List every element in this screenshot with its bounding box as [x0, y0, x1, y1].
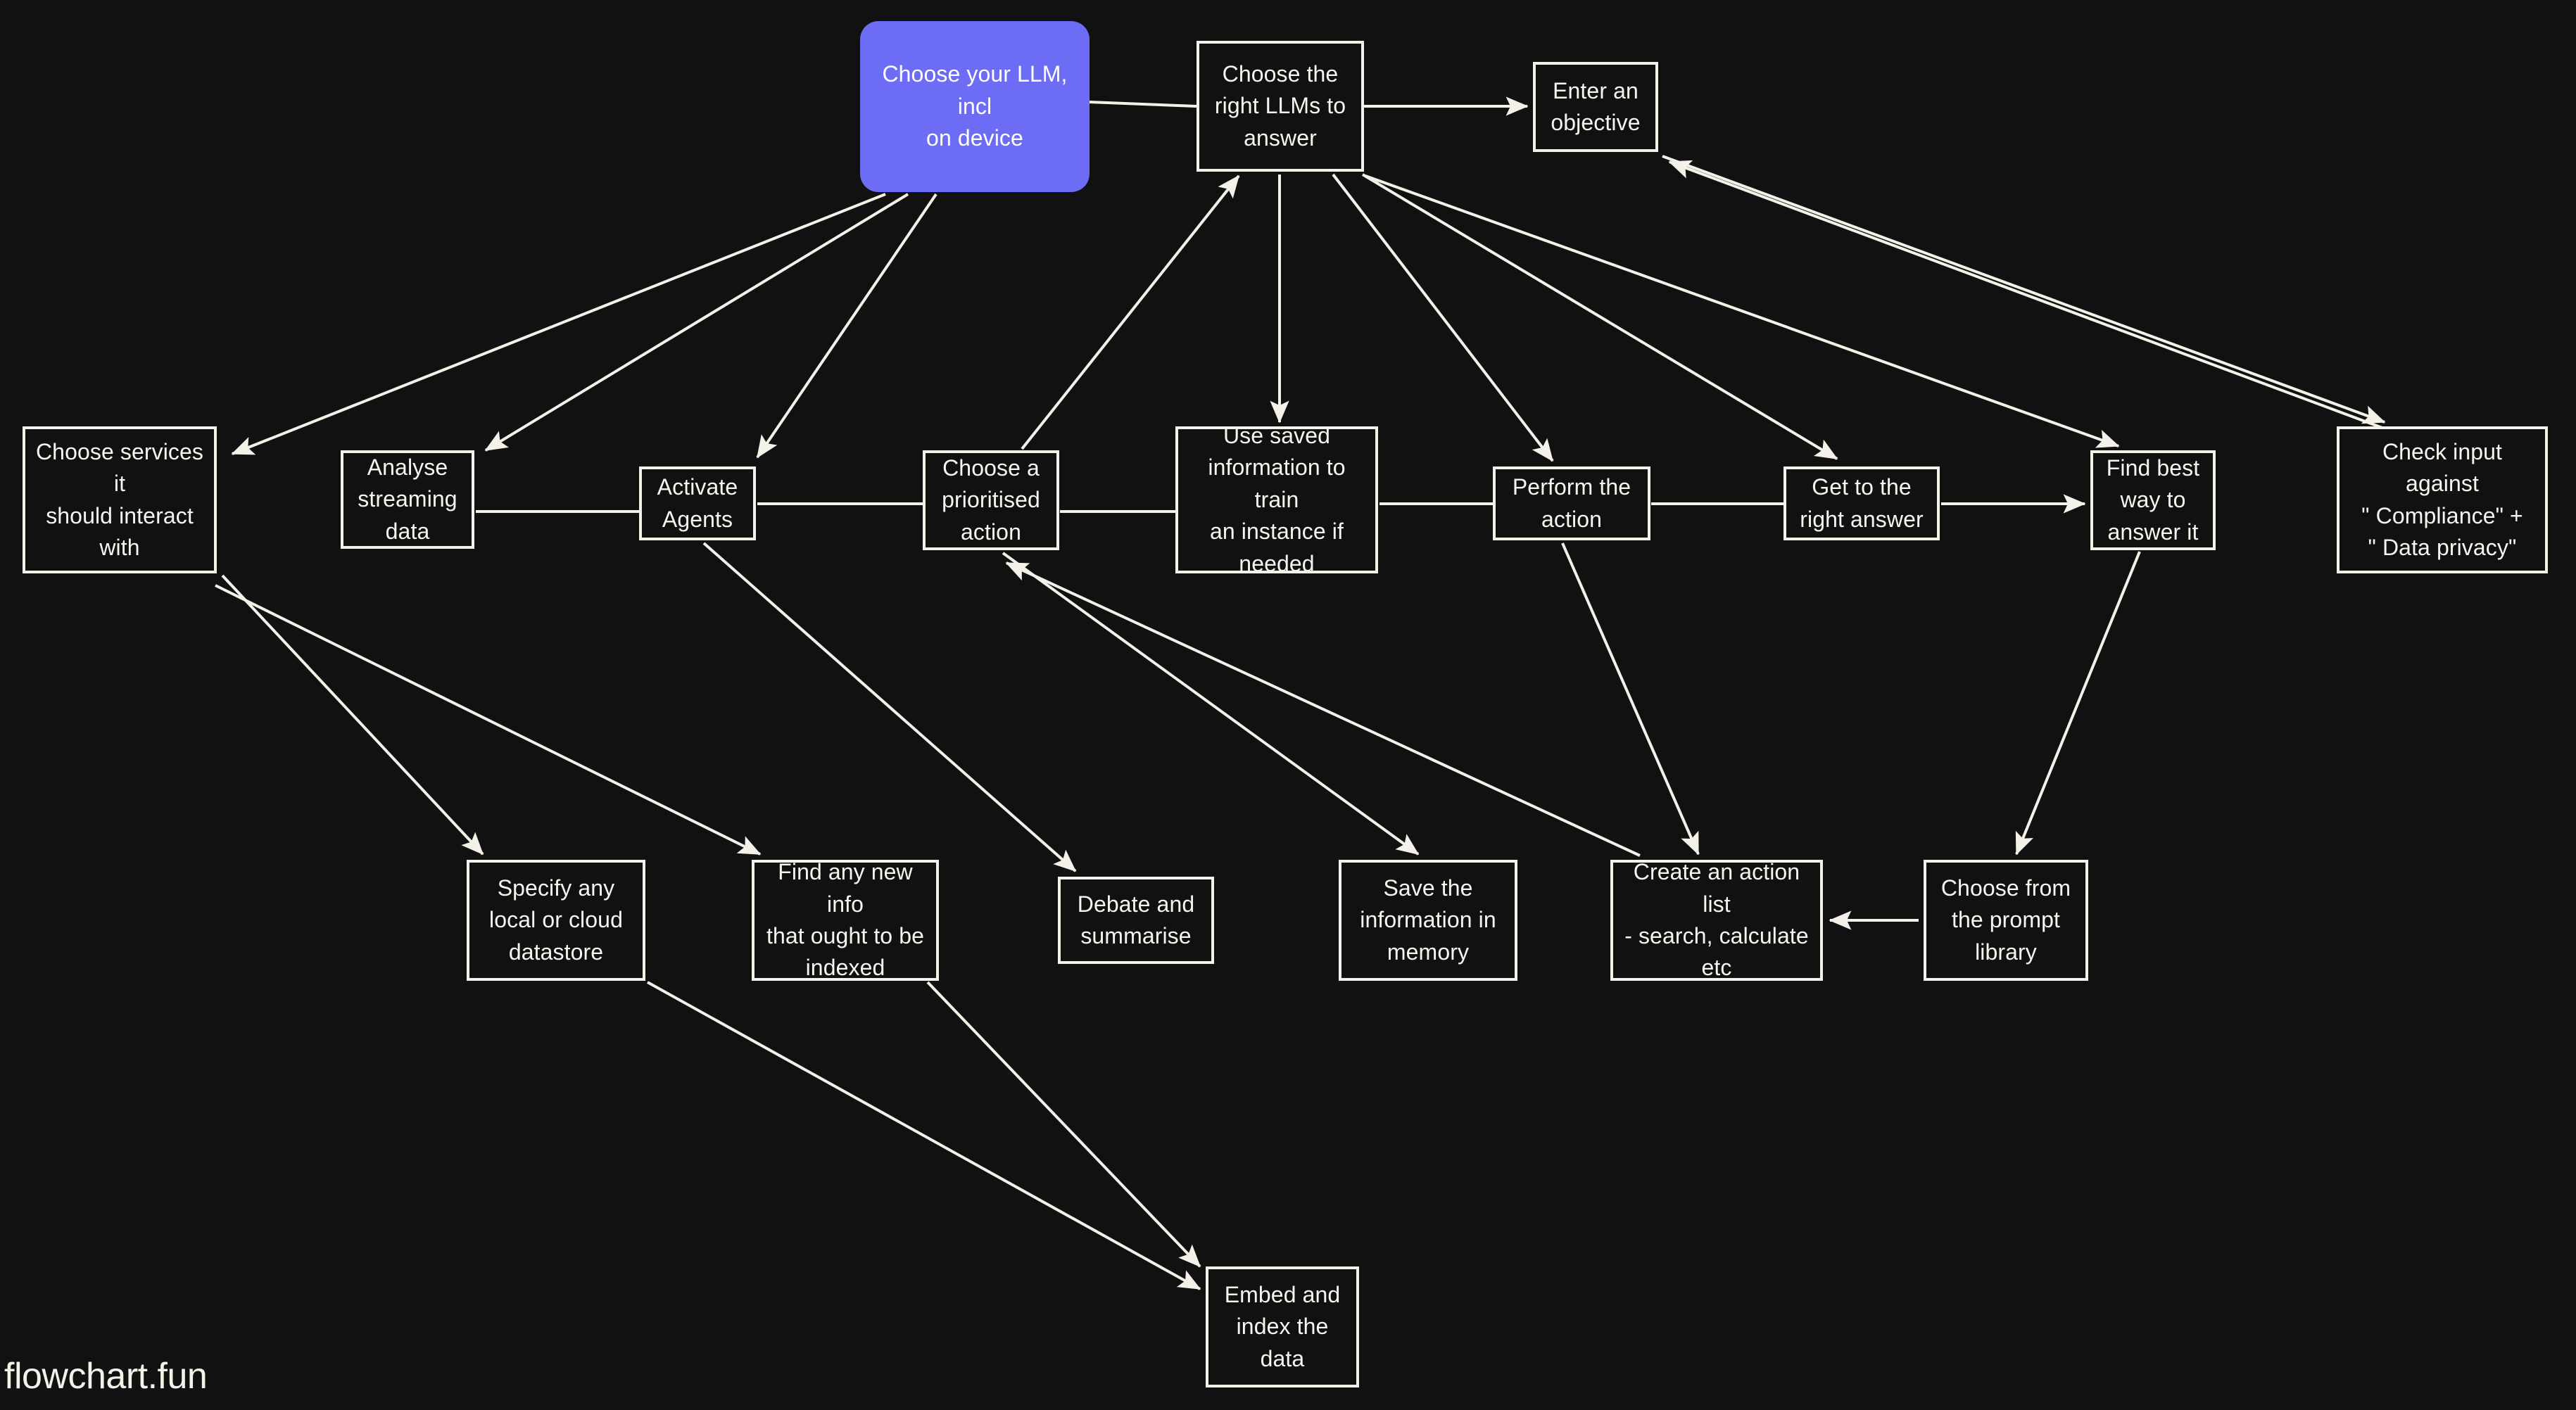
edge-services-to-newinfo — [215, 584, 762, 856]
node-streaming[interactable]: Analyse streaming data — [341, 450, 474, 549]
edge-perform-to-actionlist — [1561, 542, 1700, 856]
node-label: Specify any local or cloud datastore — [489, 875, 623, 965]
node-label: Find any new info that ought to be index… — [766, 859, 924, 981]
edge-objective-to-compliance — [1662, 155, 2386, 424]
node-label: Choose your LLM, incl on device — [882, 61, 1068, 151]
node-embed[interactable]: Embed and index the data — [1206, 1266, 1359, 1387]
node-savedinfo[interactable]: Use saved information to train an instan… — [1175, 423, 1378, 576]
node-rightanswer[interactable]: Get to the right answer — [1783, 466, 1940, 540]
edge-actionlist-to-prioritised — [1005, 561, 1641, 857]
node-prioritised[interactable]: Choose a prioritised action — [923, 450, 1059, 550]
node-datastore[interactable]: Specify any local or cloud datastore — [467, 860, 645, 981]
node-label: Perform the action — [1512, 474, 1631, 532]
node-rightllms[interactable]: Choose the right LLMs to answer — [1197, 41, 1364, 172]
edge-prioritised-to-rightllms — [1021, 174, 1240, 450]
node-memory[interactable]: Save the information in memory — [1339, 860, 1517, 981]
edge-llm-to-services — [231, 193, 886, 455]
node-agents[interactable]: Activate Agents — [639, 466, 756, 540]
node-newinfo[interactable]: Find any new info that ought to be index… — [752, 859, 939, 981]
node-label: Use saved information to train an instan… — [1208, 422, 1346, 576]
edge-bestway-to-promptlibrary — [2015, 551, 2141, 856]
edge-agents-to-debate — [702, 542, 1077, 872]
node-label: Save the information in memory — [1360, 875, 1496, 965]
node-debate[interactable]: Debate and summarise — [1058, 877, 1214, 964]
edge-llm-to-agents — [756, 193, 937, 459]
node-objective[interactable]: Enter an objective — [1533, 62, 1658, 152]
edge-services-to-datastore — [221, 574, 484, 856]
node-label: Get to the right answer — [1800, 474, 1924, 532]
node-label: Create an action list - search, calculat… — [1624, 859, 1809, 981]
node-promptlibrary[interactable]: Choose from the prompt library — [1924, 860, 2088, 981]
node-label: Choose from the prompt library — [1940, 875, 2071, 965]
edge-group — [215, 96, 2387, 1290]
node-llm[interactable]: Choose your LLM, incl on device — [860, 21, 1090, 192]
node-label: Choose services it should interact with — [35, 438, 204, 560]
node-label: Debate and summarise — [1077, 891, 1195, 948]
edge-newinfo-to-embed — [926, 981, 1201, 1268]
edge-prioritised-to-memory — [1002, 552, 1420, 856]
edge-compliance-to-objective — [1668, 160, 2387, 431]
edge-llm-to-rightllms — [1089, 101, 1197, 108]
node-label: Check input against " Compliance" + " Da… — [2361, 438, 2523, 560]
edge-rightllms-to-rightanswer — [1361, 173, 1838, 460]
edge-llm-to-streaming — [484, 193, 909, 452]
node-label: Enter an objective — [1551, 77, 1641, 135]
node-label: Choose a prioritised action — [942, 455, 1040, 545]
edge-datastore-to-embed — [647, 981, 1201, 1290]
edge-rightllms-to-bestway — [1365, 174, 2120, 448]
node-compliance[interactable]: Check input against " Compliance" + " Da… — [2337, 426, 2548, 573]
watermark-flowchart-fun: flowchart.fun — [4, 1356, 208, 1397]
node-label: Activate Agents — [657, 474, 738, 532]
node-bestway[interactable]: Find best way to answer it — [2090, 450, 2216, 550]
edge-rightllms-to-perform — [1332, 173, 1554, 462]
node-label: Analyse streaming data — [358, 454, 457, 544]
node-label: Embed and index the data — [1224, 1281, 1341, 1371]
node-actionlist[interactable]: Create an action list - search, calculat… — [1610, 859, 1823, 981]
node-label: Find best way to answer it — [2106, 455, 2200, 545]
node-perform[interactable]: Perform the action — [1493, 466, 1650, 540]
node-label: Choose the right LLMs to answer — [1214, 61, 1346, 151]
node-services[interactable]: Choose services it should interact with — [23, 426, 217, 573]
